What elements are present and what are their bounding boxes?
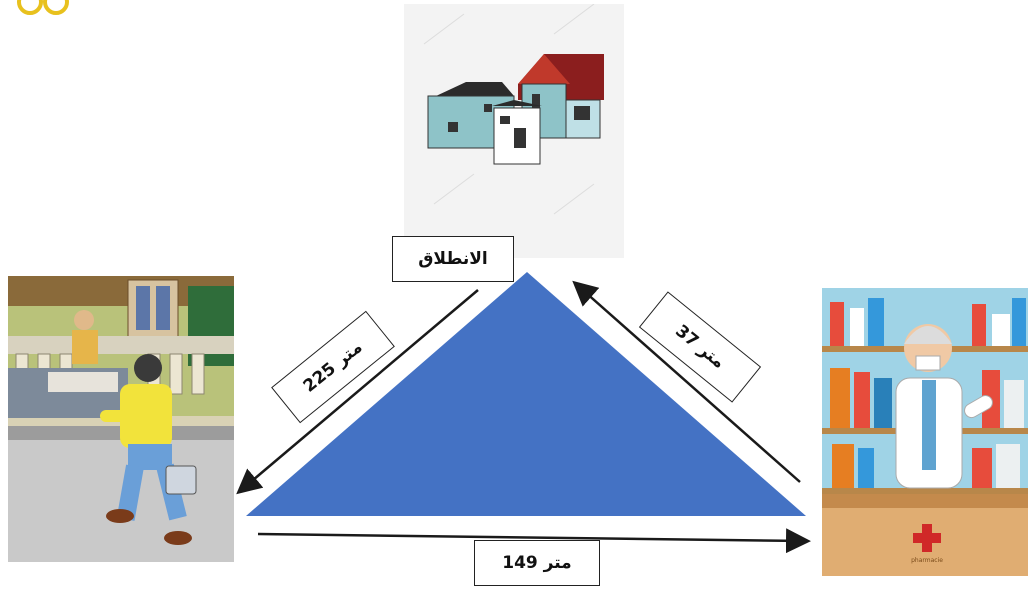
coin-icon — [17, 0, 69, 15]
boy-icon — [100, 354, 197, 545]
arrow-pharmacy-to-start — [572, 280, 801, 483]
pharmacist-icon — [895, 324, 993, 489]
pharmacy-icon: pharmacie — [822, 288, 1028, 576]
house-panel — [404, 4, 624, 258]
triangle — [246, 272, 806, 516]
shop-panel — [8, 276, 234, 562]
arrow-shop-to-pharmacy — [257, 528, 811, 554]
arrow-start-to-shop — [236, 289, 479, 495]
cross-icon — [913, 524, 941, 552]
start-label: الانطلاق — [392, 236, 514, 282]
pharmacy-sign: pharmacie — [911, 557, 943, 564]
distance-label-bottom: 149 متر — [474, 540, 600, 586]
house-icon — [423, 4, 604, 215]
shop-icon — [8, 276, 234, 562]
pharmacy-panel: pharmacie — [822, 288, 1028, 576]
